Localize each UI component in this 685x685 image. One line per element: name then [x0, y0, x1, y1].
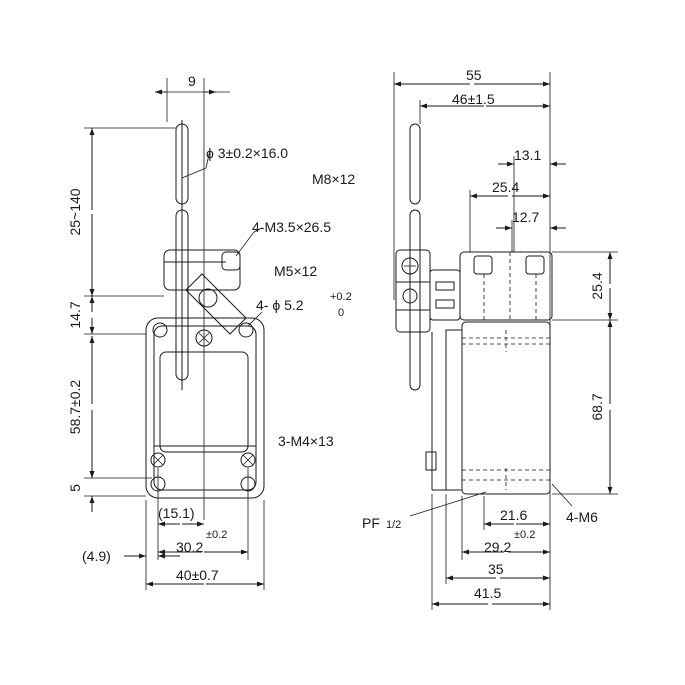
label-pf-fraction: 1/2 [386, 519, 401, 531]
dim-41-5: 41.5 [474, 585, 501, 601]
lever-clamp [163, 249, 241, 291]
dim-rod-diameter: ϕ 3±0.2×16.0 [206, 145, 288, 161]
dim-12-7: 12.7 [512, 209, 539, 225]
front-view: 9 ϕ 3±0.2×16.0 25~140 M8×12 4-M3.5×26.5 … [67, 73, 355, 590]
tol-30-2: ±0.2 [206, 529, 227, 541]
side-lever-rod [409, 123, 421, 391]
dim-35: 35 [488, 561, 504, 577]
dim-68-7: 68.7 [589, 393, 605, 420]
dim-body-height: 58.7±0.2 [67, 380, 83, 435]
thread-m5: M5×12 [274, 263, 317, 279]
tol-29-2: ±0.2 [514, 529, 535, 541]
dim-30-2: 30.2 [176, 539, 203, 555]
dim-lever-length: 25~140 [67, 188, 83, 235]
thread-m8: M8×12 [312, 171, 355, 187]
side-view: 55 46±1.5 13.1 25.4 12.7 25.4 68.7 [362, 67, 618, 610]
dim-bottom-screws: 3-M4×13 [278, 433, 334, 449]
label-pf: PF [362, 515, 380, 531]
dim-21-6: 21.6 [500, 507, 527, 523]
dim-4-9: (4.9) [82, 548, 111, 564]
dim-14-7: 14.7 [67, 301, 83, 328]
dim-side-screws: 4-M3.5×26.5 [252, 219, 331, 235]
label-m6: 4-M6 [566, 509, 598, 525]
tol-holes-lower: 0 [338, 307, 344, 319]
dim-29-2: 29.2 [484, 539, 511, 555]
side-body [425, 321, 551, 495]
dim-5: 5 [67, 484, 83, 492]
front-housing [145, 317, 265, 499]
dim-width: 40±0.7 [176, 567, 219, 583]
dim-15-1: (15.1) [158, 505, 195, 521]
dim-9: 9 [188, 73, 196, 89]
side-clamp [395, 249, 431, 333]
dim-25-4-top: 25.4 [492, 179, 519, 195]
dim-13-1: 13.1 [514, 147, 541, 163]
dim-25-4-right: 25.4 [589, 272, 605, 299]
tol-holes-upper: +0.2 [330, 291, 352, 303]
lever-arm [185, 273, 247, 347]
dim-55: 55 [466, 67, 482, 83]
dim-46: 46±1.5 [452, 91, 495, 107]
lever-rod [175, 120, 189, 390]
dim-holes: 4- ϕ 5.2 [256, 297, 304, 313]
side-head [429, 251, 553, 321]
